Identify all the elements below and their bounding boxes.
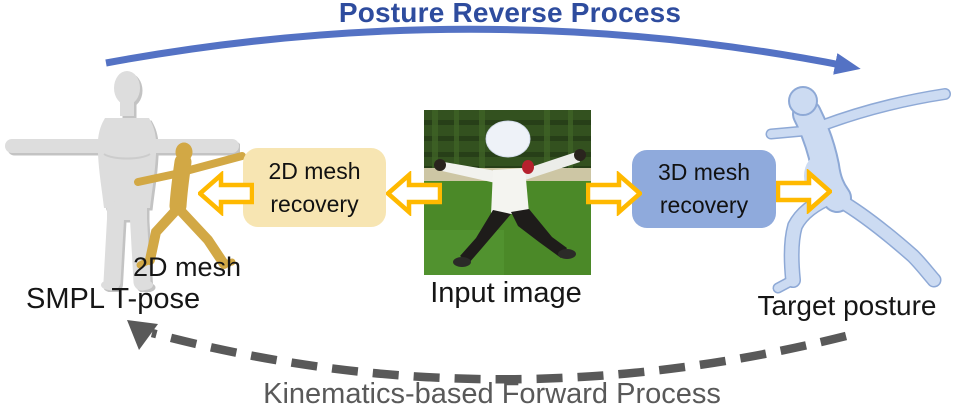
reverse-process-arc-arrow-icon xyxy=(105,25,861,75)
label-input-image: Input image xyxy=(430,277,582,309)
arrow-right-icon xyxy=(776,169,832,214)
box-3d-line2: recovery xyxy=(659,192,749,218)
label-forward-process: Kinematics-based Forward Process xyxy=(263,378,721,410)
arrow-left-icon xyxy=(386,171,442,216)
forward-process-arrowhead-icon xyxy=(127,320,158,350)
box-2d-line1: 2D mesh xyxy=(268,157,361,184)
box-3d-mesh-recovery: 3D mesh recovery xyxy=(632,150,776,228)
label-smpl-tpose: SMPL T-pose xyxy=(26,283,201,315)
box-2d-mesh-recovery: 2D mesh recovery xyxy=(243,148,386,227)
box-3d-line1: 3D mesh xyxy=(657,159,751,186)
arrow-right-icon xyxy=(586,171,642,216)
arrow-left-icon xyxy=(198,171,254,216)
2d-mesh-silhouette-figure xyxy=(134,142,246,269)
input-image-photo xyxy=(424,110,591,275)
smpl-tpose-mesh-figure xyxy=(5,71,240,292)
box-2d-line2: recovery xyxy=(270,190,359,217)
label-2d-mesh: 2D mesh xyxy=(133,252,242,282)
target-posture-mesh-figure xyxy=(765,86,951,294)
label-target-posture: Target posture xyxy=(757,290,937,321)
forward-process-dashed-arc-icon xyxy=(150,328,848,384)
diagram-title: Posture Reverse Process xyxy=(338,0,682,28)
